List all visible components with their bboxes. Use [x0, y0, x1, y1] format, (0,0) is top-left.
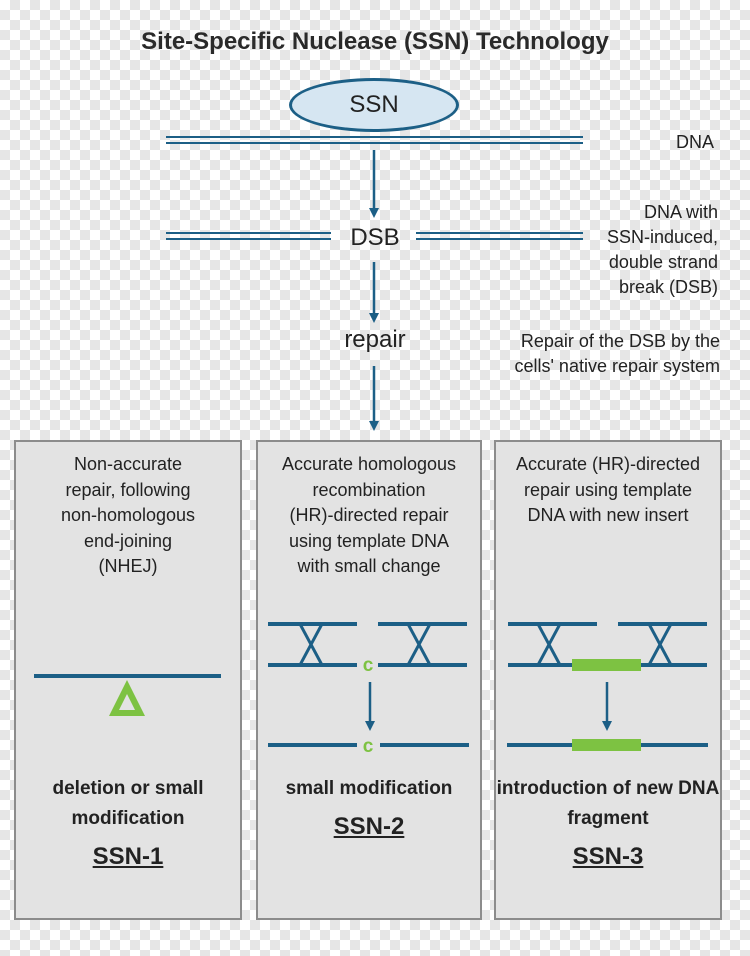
result-line: small modification — [285, 778, 453, 799]
repair-note-line: Repair of the DSB by the — [520, 331, 720, 351]
description-line: with small change — [297, 556, 441, 576]
dsb-label: DSB — [350, 224, 400, 251]
panel-2-result: small modification — [256, 774, 482, 804]
delta-icon — [109, 680, 145, 716]
crossover-icon — [406, 623, 432, 666]
description-line: (NHEJ) — [98, 556, 158, 576]
panel-2-label: SSN-2 — [333, 813, 405, 840]
panel-1-result: deletion or small modification — [14, 774, 242, 834]
description-line: Non-accurate — [73, 454, 183, 474]
dsb-note-line: double strand — [608, 252, 718, 272]
description-line: repair, following — [65, 479, 191, 500]
panel-1-description: Non-accurate repair, following non-homol… — [14, 452, 242, 580]
description-line: recombination — [312, 479, 426, 500]
description-line: using template DNA — [288, 530, 450, 551]
ssn-ellipse: SSN — [289, 78, 459, 132]
crossover-icon — [647, 623, 673, 666]
description-line: repair using template — [523, 479, 693, 500]
dna-insert-block — [572, 659, 641, 671]
small-change-marker: c — [363, 655, 374, 676]
dna-note: DNA — [610, 130, 714, 155]
dna-double-strand — [166, 136, 583, 144]
panel-2-description: Accurate homologous recombination (HR)-d… — [256, 452, 482, 580]
small-change-marker: c — [363, 736, 374, 757]
dsb-note: DNA with SSN-induced, double strand brea… — [560, 200, 718, 300]
result-line: introduction of new DNA — [496, 778, 720, 799]
dna-double-strand-break — [166, 232, 583, 240]
description-line: Accurate (HR)-directed — [515, 454, 701, 474]
dsb-note-line: break (DSB) — [618, 277, 718, 297]
diagram-title: Site-Specific Nuclease (SSN) Technology — [141, 28, 609, 55]
result-line: deletion or small — [52, 778, 204, 799]
crossover-icon — [298, 623, 324, 666]
description-line: DNA with new insert — [527, 505, 689, 525]
dna-insert-block — [572, 739, 641, 751]
result-line: modification — [71, 808, 185, 829]
dsb-note-line: SSN-induced, — [606, 227, 718, 247]
ssn-label: SSN — [349, 91, 399, 118]
panel-ssn-3 — [494, 440, 722, 920]
description-line: non-homologous — [60, 505, 196, 525]
repair-note: Repair of the DSB by the cells' native r… — [470, 329, 720, 379]
panel-ssn-2 — [256, 440, 482, 920]
description-line: end-joining — [83, 530, 173, 551]
panel-3-label: SSN-3 — [572, 843, 644, 870]
result-line: fragment — [567, 808, 649, 829]
description-line: (HR)-directed repair — [289, 505, 449, 525]
repair-note-line: cells' native repair system — [514, 356, 720, 376]
hr-insert-graphic — [507, 622, 708, 751]
hr-small-change-graphic: c c — [268, 622, 469, 757]
repair-label: repair — [344, 326, 406, 353]
dna-note-text: DNA — [675, 132, 714, 152]
panel-1-label: SSN-1 — [92, 843, 164, 870]
panel-3-description: Accurate (HR)-directed repair using temp… — [494, 452, 722, 529]
description-line: Accurate homologous — [281, 454, 457, 474]
dsb-note-line: DNA with — [643, 202, 718, 222]
nhej-strand-graphic — [34, 674, 221, 716]
crossover-icon — [536, 623, 562, 666]
panel-3-result: introduction of new DNA fragment — [494, 774, 722, 834]
panel-ssn-1 — [14, 440, 242, 920]
